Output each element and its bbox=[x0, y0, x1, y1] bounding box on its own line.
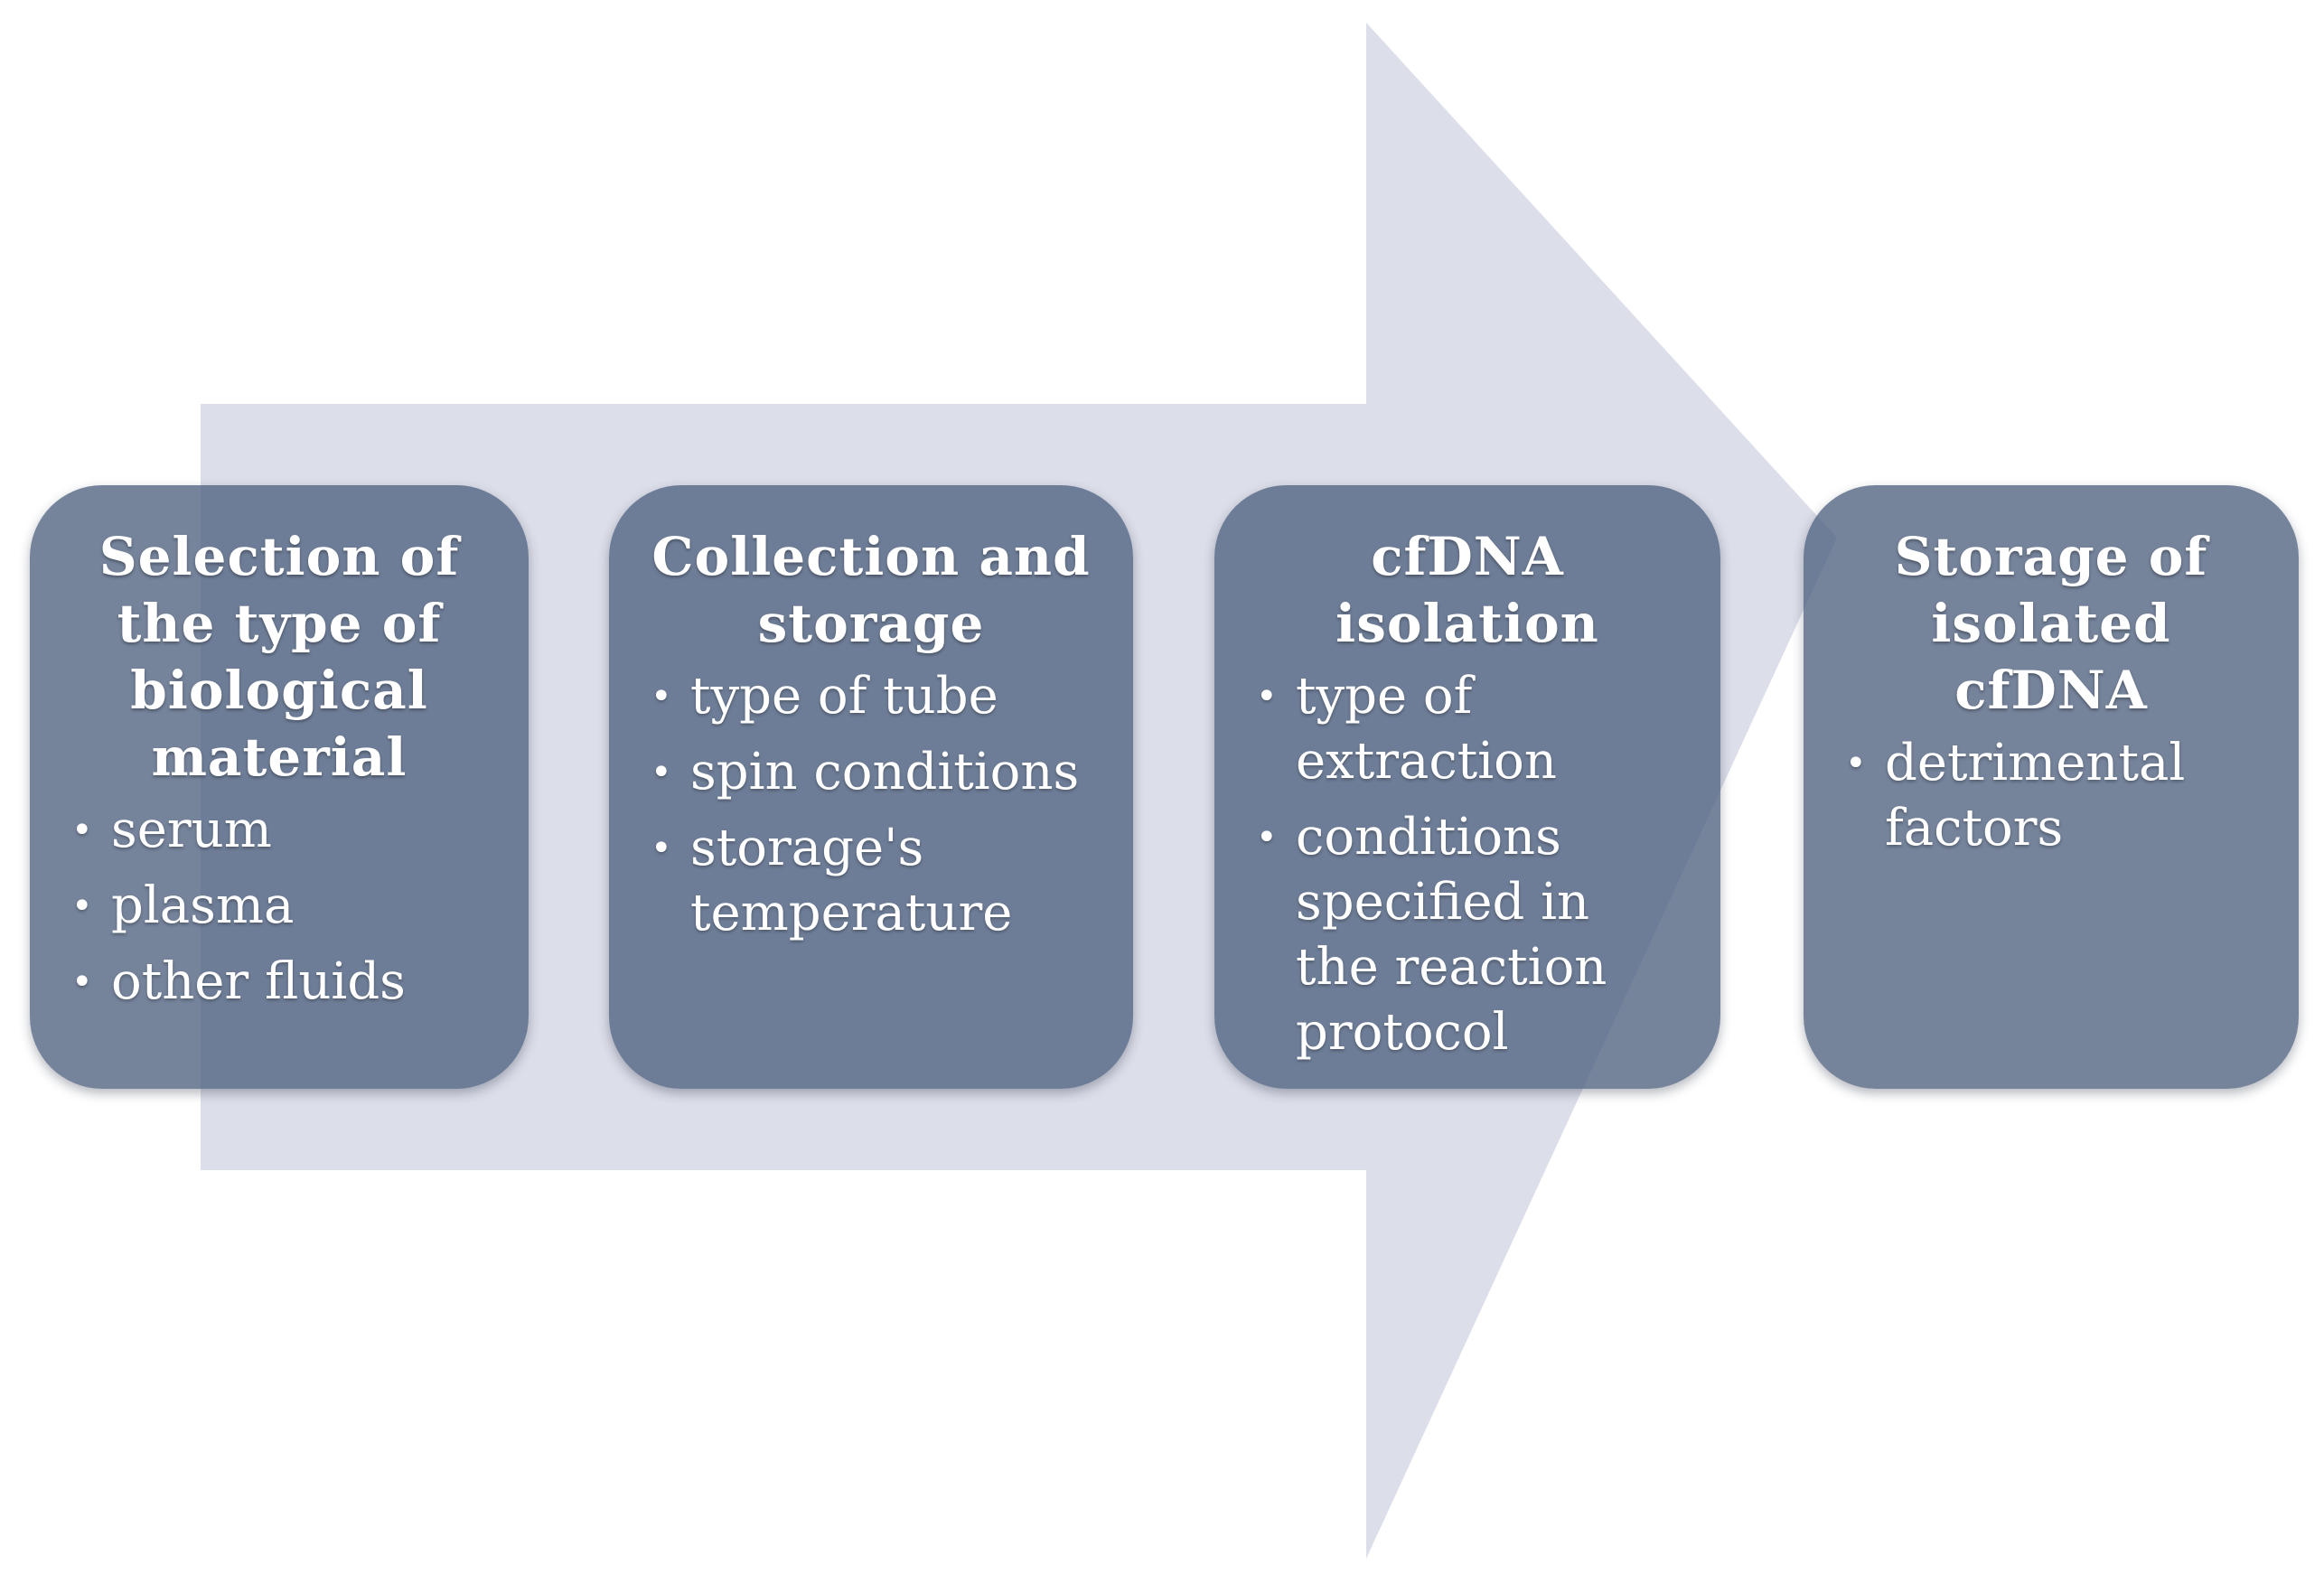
list-item: • serum bbox=[66, 798, 492, 863]
bullet-icon: • bbox=[651, 676, 672, 717]
list-item: • type of extraction bbox=[1251, 664, 1684, 794]
step-title: Selection of the type of biological mate… bbox=[98, 526, 460, 788]
list-item: • conditions specified in the reaction pr… bbox=[1251, 805, 1684, 1065]
bullet-icon: • bbox=[71, 961, 93, 1003]
step-item-list: • type of tube • spin conditions • storage'… bbox=[645, 664, 1097, 946]
step-box-3: cfDNA isolation • type of extraction • con… bbox=[1214, 485, 1720, 1089]
list-item-text: type of tube bbox=[690, 667, 998, 726]
step-item-list: • type of extraction • conditions specifie… bbox=[1251, 664, 1684, 1065]
list-item-text: serum bbox=[111, 801, 272, 859]
list-item-text: conditions specified in the reaction pro… bbox=[1296, 808, 1607, 1062]
bullet-icon: • bbox=[1256, 817, 1278, 858]
step-box-2: Collection and storage • type of tube • sp… bbox=[609, 485, 1133, 1089]
step-title: Storage of isolated cfDNA bbox=[1894, 526, 2208, 721]
bullet-icon: • bbox=[1256, 676, 1278, 717]
bullet-icon: • bbox=[71, 810, 93, 851]
step-item-list: • detrimental factors bbox=[1840, 731, 2263, 861]
list-item: • storage's temperature bbox=[645, 816, 1097, 946]
list-item-text: other fluids bbox=[111, 952, 406, 1011]
list-item-text: type of extraction bbox=[1296, 667, 1557, 791]
list-item: • plasma bbox=[66, 874, 492, 939]
list-item: • type of tube bbox=[645, 664, 1097, 729]
list-item: • other fluids bbox=[66, 950, 492, 1015]
step-title: Collection and storage bbox=[651, 526, 1091, 654]
list-item-text: spin conditions bbox=[690, 743, 1080, 801]
bullet-icon: • bbox=[1845, 743, 1867, 784]
list-item: • detrimental factors bbox=[1840, 731, 2263, 861]
step-item-list: • serum • plasma • other fluids bbox=[66, 798, 492, 1015]
list-item-text: plasma bbox=[111, 876, 295, 935]
list-item-text: detrimental factors bbox=[1885, 734, 2186, 857]
step-box-1: Selection of the type of biological mate… bbox=[30, 485, 529, 1089]
list-item: • spin conditions bbox=[645, 740, 1097, 805]
step-box-4: Storage of isolated cfDNA • detrimental f… bbox=[1804, 485, 2299, 1089]
bullet-icon: • bbox=[651, 828, 672, 869]
list-item-text: storage's temperature bbox=[690, 819, 1013, 942]
bullet-icon: • bbox=[651, 752, 672, 793]
bullet-icon: • bbox=[71, 885, 93, 927]
step-title: cfDNA isolation bbox=[1335, 526, 1599, 654]
